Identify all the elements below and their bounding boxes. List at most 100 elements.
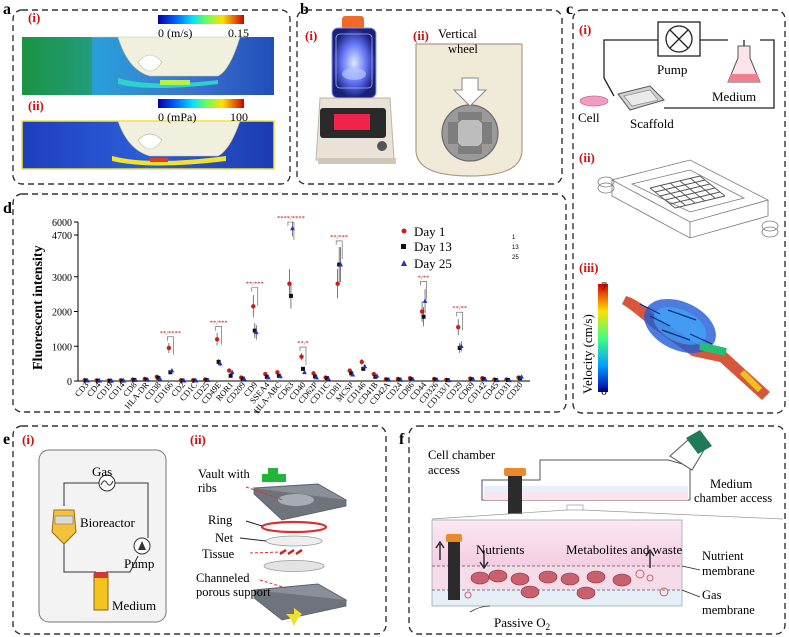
circuit-medium-label: Medium	[712, 89, 756, 104]
chart-y-axis-label: Fluorescent intensity	[31, 245, 46, 370]
legend-day13-label: Day 13	[414, 239, 452, 254]
panel-a-border	[12, 9, 291, 185]
panel-e-sub-i: (i)	[22, 432, 34, 447]
panel-b-sub-ii: (ii)	[413, 28, 429, 43]
data-point-day-25	[265, 374, 271, 380]
data-point-day-25	[434, 377, 440, 382]
legend-extra-25: 25	[512, 255, 519, 261]
legend-day1-marker	[401, 228, 407, 234]
significance-label: ****/****	[277, 215, 305, 222]
significance-bracket	[420, 281, 427, 300]
panel-a-letter: a	[3, 1, 11, 18]
panel-c-sub-iii: (iii)	[579, 260, 599, 275]
data-point-day-25	[446, 377, 452, 383]
data-point-day-13	[361, 366, 366, 371]
cell-chamber-label-line1: Cell chamber	[428, 448, 496, 462]
panel-b-border	[296, 9, 563, 185]
data-point-day-13	[493, 377, 498, 382]
data-point-day-1	[311, 371, 316, 376]
passive-o2-label: Passive O2	[494, 615, 550, 632]
panel-b-sub-i: (i)	[305, 28, 317, 43]
panel-b: b (i) (ii) Vertical w	[296, 1, 563, 185]
metabolites-label: Metabolites and waste	[566, 542, 682, 557]
data-point-day-25	[229, 369, 235, 375]
data-point-day-13	[264, 374, 269, 379]
schematic-gas-label: Gas	[92, 464, 112, 479]
gas-circuit-schematic	[38, 449, 167, 623]
culture-device	[431, 430, 784, 520]
data-point-day-13	[228, 373, 233, 378]
data-point-day-25	[121, 378, 127, 383]
data-point-day-1	[226, 368, 232, 373]
data-point-day-25	[290, 225, 295, 231]
data-point-day-25	[422, 298, 428, 303]
y-tick-label: 6000	[52, 218, 72, 229]
data-point-day-1	[419, 309, 425, 314]
data-point-day-25	[157, 375, 163, 381]
panel-c-letter: c	[566, 1, 573, 18]
data-point-day-1	[335, 281, 340, 286]
data-point-day-13	[421, 314, 426, 319]
y-tick-label: 4700	[52, 231, 72, 242]
significance-label: **/****	[160, 330, 181, 337]
data-point-day-13	[276, 373, 281, 378]
nutrient-membrane-line1: Nutrient	[702, 549, 744, 563]
channeled-label-line1: Channeled	[196, 571, 250, 585]
significance-bracket	[335, 240, 343, 259]
data-point-day-25	[314, 374, 319, 380]
data-point-day-25	[169, 367, 175, 373]
data-point-day-1	[275, 370, 280, 375]
data-point-day-25	[133, 377, 139, 382]
data-point-day-1	[251, 304, 256, 309]
significance-bracket	[287, 221, 295, 240]
data-point-day-13	[120, 378, 125, 383]
ring-label: Ring	[208, 513, 233, 527]
passive-o2-subscript: 2	[546, 622, 551, 632]
panel-e-letter: e	[3, 431, 10, 448]
data-point-day-13	[385, 377, 390, 382]
data-point-day-25	[350, 372, 356, 377]
data-point-day-25	[109, 378, 115, 383]
nutrient-membrane-line2: membrane	[702, 564, 755, 578]
circuit-cell-label: Cell	[578, 110, 600, 125]
net-label: Net	[215, 531, 234, 545]
velocity-colorbar-max: 7	[601, 279, 607, 293]
chamber-cross-section	[431, 519, 701, 613]
chart-significance: **/******/*****/*******/******/***/****/…	[160, 215, 467, 366]
data-point-day-13	[192, 378, 197, 383]
panel-f-letter: f	[399, 431, 405, 448]
data-point-day-13	[325, 376, 330, 381]
data-point-day-25	[277, 373, 283, 379]
scaffold-chamber-wireframe	[597, 159, 779, 239]
data-point-day-25	[181, 378, 187, 383]
data-point-day-13	[132, 377, 137, 382]
passive-o2-text: Passive O	[494, 615, 546, 630]
data-point-day-1	[456, 324, 461, 330]
y-tick-label: 0	[67, 377, 72, 388]
data-point-day-25	[470, 377, 476, 382]
vertical-wheel-vessel	[415, 43, 523, 177]
legend-day13-marker	[401, 244, 406, 249]
data-point-day-25	[205, 377, 211, 382]
panel-e-sub-ii: (ii)	[190, 432, 206, 447]
legend-day1-label: Day 1	[414, 224, 445, 239]
circuit-pump-label: Pump	[657, 62, 687, 77]
data-point-day-13	[96, 378, 101, 383]
velocity-streamlines	[622, 296, 770, 400]
data-point-day-13	[409, 377, 414, 382]
data-point-day-13	[505, 377, 510, 382]
medium-chamber-label-line2: chamber access	[694, 491, 772, 505]
colorbar-shear-min: 0 (mPa)	[158, 110, 196, 124]
data-point-day-25	[507, 377, 512, 383]
panel-a-sub-ii: (ii)	[28, 98, 44, 113]
cfd-velocity-map	[22, 36, 274, 95]
tissue-label: Tissue	[202, 547, 235, 561]
panel-d: d Fluorescent intensity 0100020003000470…	[3, 193, 567, 415]
colorbar-velocity-min: 0 (m/s)	[158, 26, 192, 40]
schematic-pump-label: Pump	[124, 556, 154, 571]
data-point-day-25	[386, 377, 392, 382]
data-point-day-13	[84, 378, 88, 383]
